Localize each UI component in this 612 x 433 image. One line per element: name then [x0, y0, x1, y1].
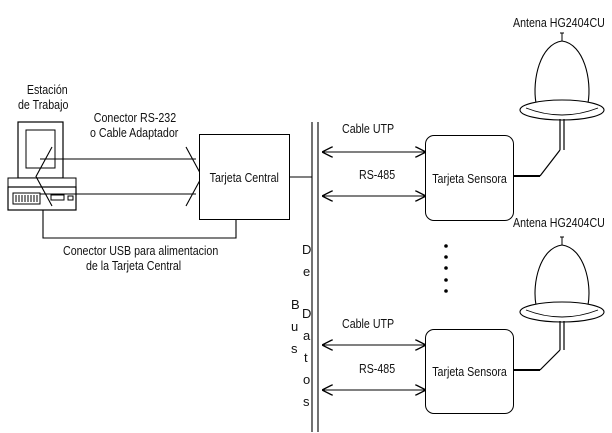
- top-cable-label: Cable UTP: [342, 121, 394, 136]
- central-card-box: Tarjeta Central: [199, 134, 290, 220]
- antenna-top-icon: [513, 33, 604, 176]
- usb-label: Conector USB para alimentacion de la Tar…: [63, 243, 218, 273]
- data-bus: [312, 122, 318, 432]
- antenna-bottom-label: Antena HG2404CU: [513, 215, 605, 230]
- ellipsis-dots: [444, 244, 448, 293]
- rs232-label: Conector RS-232 o Cable Adaptador: [90, 110, 178, 140]
- bottom-cable-label: Cable UTP: [342, 316, 394, 331]
- sensor-card-top: Tarjeta Sensora: [425, 135, 514, 221]
- sensor-card-bottom: Tarjeta Sensora: [425, 329, 514, 414]
- antenna-top-label: Antena HG2404CU: [513, 15, 605, 30]
- antenna-bottom-icon: [513, 237, 604, 370]
- bottom-protocol-label: RS-485: [359, 361, 395, 376]
- top-protocol-label: RS-485: [359, 167, 395, 182]
- workstation-label: Estación de Trabajo: [18, 82, 68, 112]
